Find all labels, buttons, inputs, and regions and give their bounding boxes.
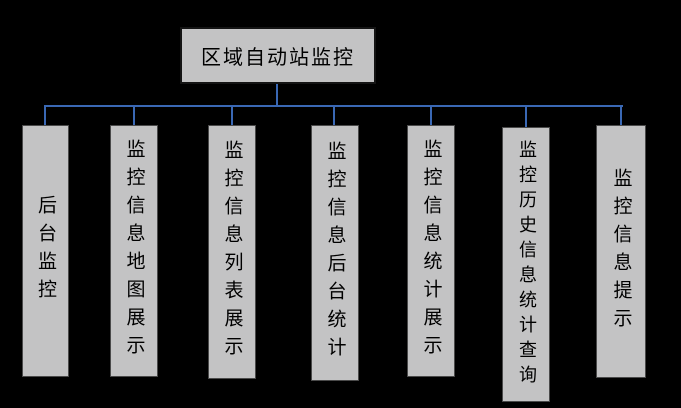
child-node-label: 监控信息列表展示 (221, 140, 244, 364)
child-node-label: 监控信息提示 (610, 167, 633, 336)
connector-drop-4 (333, 107, 335, 125)
child-node-label: 监控历史信息统计查询 (516, 139, 537, 390)
connector-root-drop (276, 84, 278, 106)
child-node-backend-monitoring: 后台监控 (22, 125, 69, 377)
child-node-history-statistics-query: 监控历史信息统计查询 (502, 127, 550, 402)
child-node-backend-statistics: 监控信息后台统计 (311, 125, 359, 381)
child-node-map-display: 监控信息地图展示 (110, 125, 158, 377)
connector-drop-2 (133, 107, 135, 125)
child-node-label: 监控信息统计展示 (420, 139, 443, 363)
connector-drop-7 (620, 107, 622, 125)
child-node-info-prompt: 监控信息提示 (596, 125, 646, 378)
child-node-statistics-display: 监控信息统计展示 (407, 125, 455, 377)
child-node-label: 监控信息后台统计 (324, 141, 347, 365)
connector-drop-5 (430, 107, 432, 125)
root-node-label: 区域自动站监控 (201, 45, 355, 69)
child-node-label: 后台监控 (35, 195, 57, 307)
connector-drop-1 (44, 107, 46, 125)
connector-drop-3 (231, 107, 233, 125)
child-node-label: 监控信息地图展示 (123, 139, 146, 363)
root-node: 区域自动站监控 (180, 27, 376, 84)
child-node-list-display: 监控信息列表展示 (208, 125, 256, 379)
connector-horizontal-bus (44, 105, 623, 107)
connector-drop-6 (525, 107, 527, 127)
